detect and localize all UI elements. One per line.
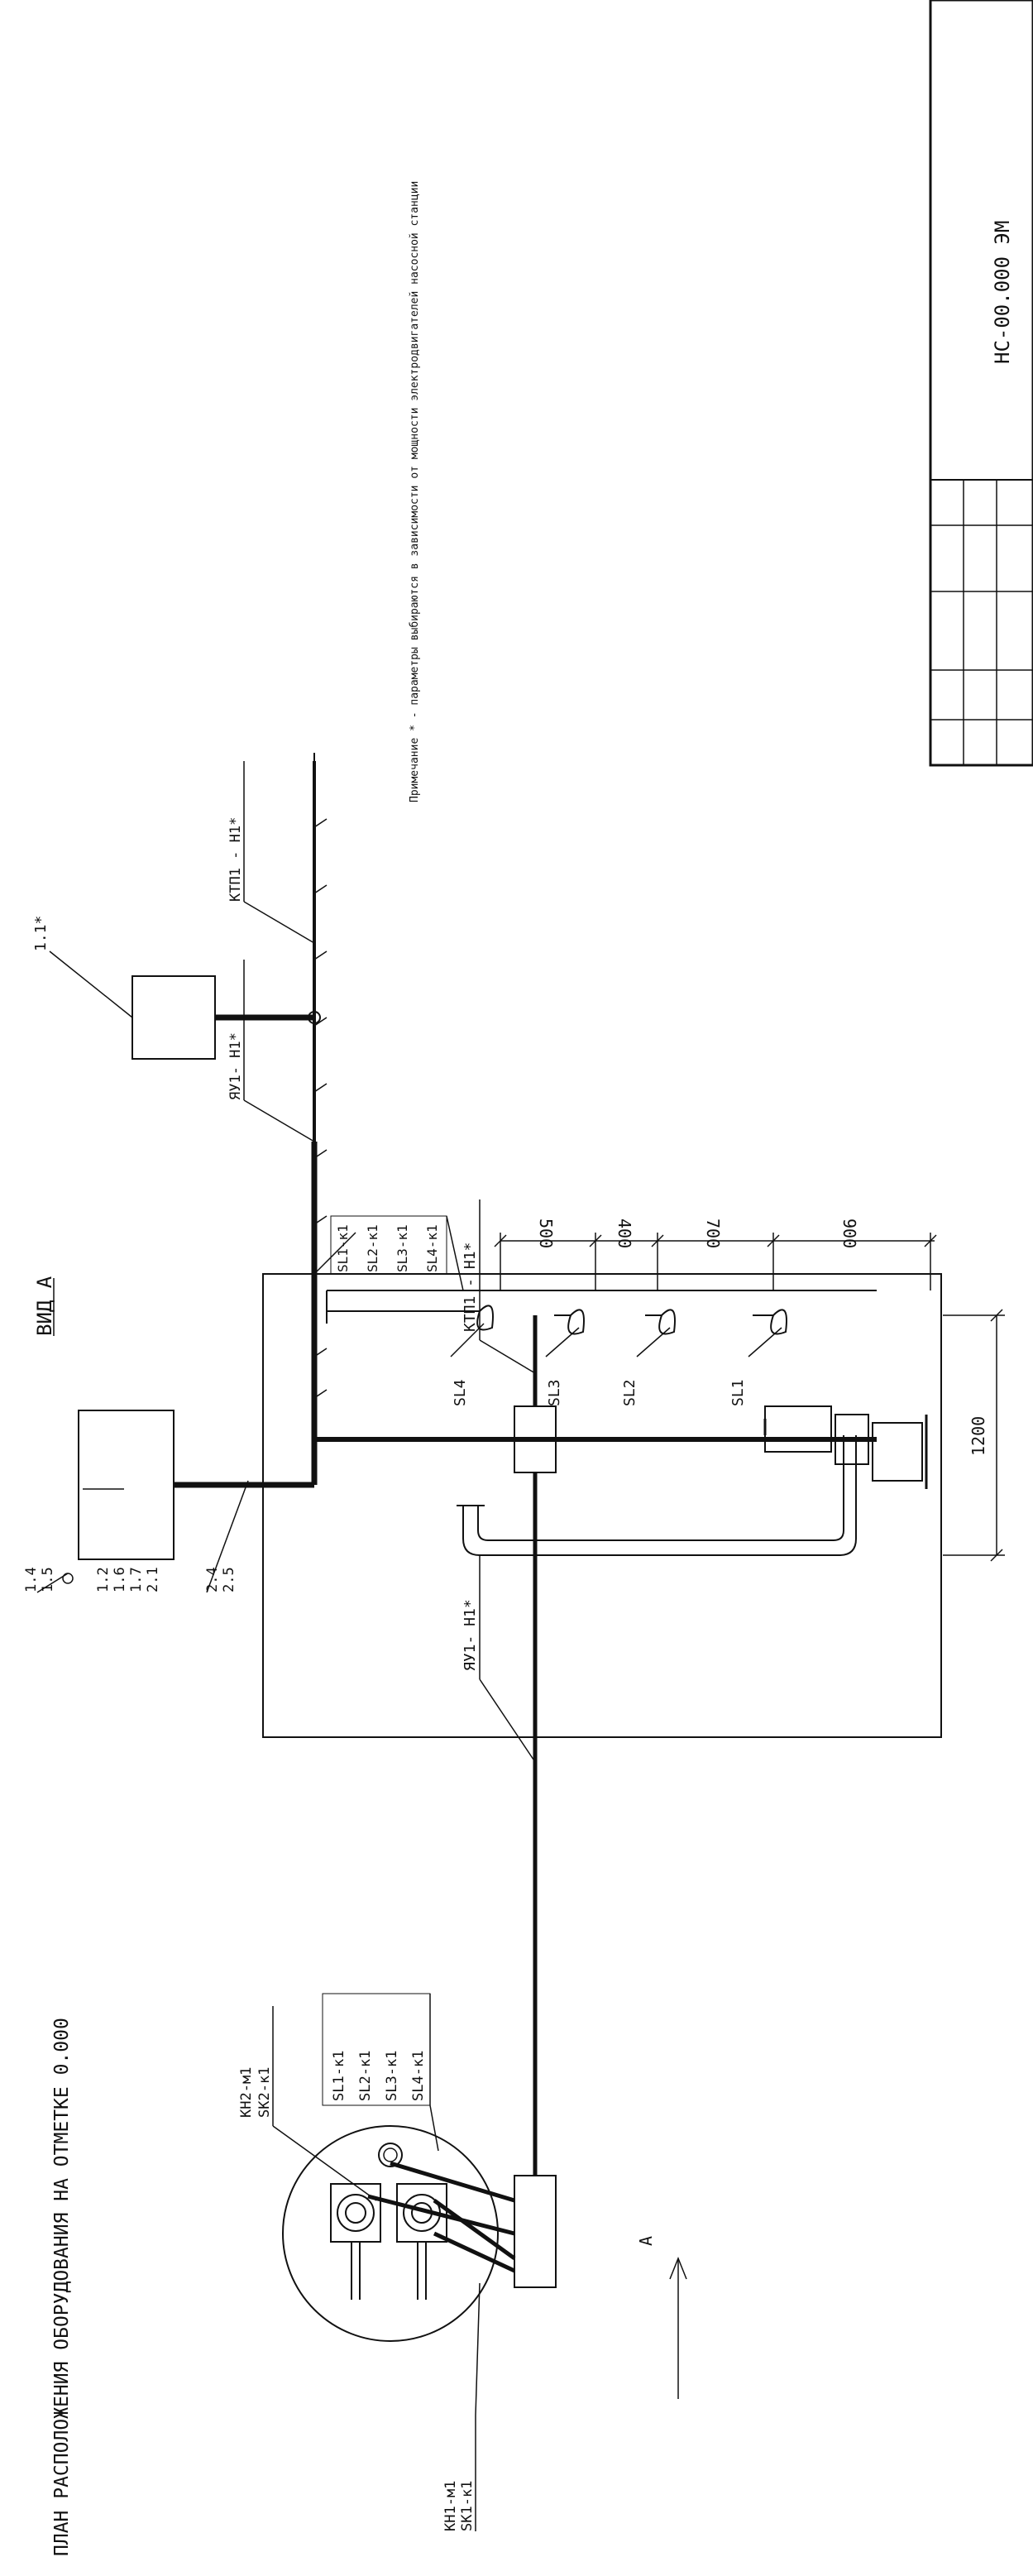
sensor-label-sl1: SL1 bbox=[729, 1379, 747, 1406]
view-cable-ktp-label: КТП1 - Н1* bbox=[227, 817, 244, 902]
control-box bbox=[514, 2175, 557, 2288]
sensor-label-sl3: SL3 bbox=[546, 1379, 563, 1406]
float-sensor-icon bbox=[554, 1309, 585, 1335]
float-sensor-icon bbox=[645, 1309, 676, 1335]
sensor-label-sl4: SL4 bbox=[452, 1379, 469, 1406]
callout-sl2: SL2-к1 bbox=[357, 2051, 374, 2101]
device-box bbox=[132, 975, 216, 1060]
title-block: НС-00.000 ЭМ bbox=[929, 0, 1033, 767]
callout-box-b: 1.6 bbox=[112, 1567, 128, 1592]
plan-cable-ktp-label: КТП1 - Н1* bbox=[462, 1243, 479, 1332]
view-arrow-icon bbox=[669, 2256, 687, 2399]
dim-500: 500 bbox=[536, 1219, 556, 1248]
device-label: 1.1* bbox=[32, 916, 50, 951]
callout-box-d: 2.1 bbox=[145, 1567, 161, 1592]
view-title: ВИД А bbox=[33, 1276, 56, 1336]
view-callout-sl2: SL2-к1 bbox=[365, 1224, 380, 1272]
view-cable-ya-label: ЯУ1- Н1* bbox=[227, 1032, 244, 1100]
callout-box-a: 1.2 bbox=[95, 1567, 112, 1592]
view-arrow-label: А bbox=[636, 2236, 656, 2246]
pump-icon bbox=[330, 2183, 381, 2300]
callout-kh2-sensor: SK2-к1 bbox=[256, 2067, 273, 2118]
dim-1200: 1200 bbox=[968, 1416, 988, 1456]
drawing-note: Примечание * - параметры выбираются в за… bbox=[409, 181, 421, 802]
callout-sl3: SL3-к1 bbox=[384, 2051, 400, 2101]
doc-code: НС-00.000 ЭМ bbox=[991, 221, 1014, 364]
callout-lamp-b: 1.5 bbox=[40, 1567, 56, 1592]
riser-circle bbox=[378, 2143, 403, 2167]
callout-kh1-sensor: SK1-к1 bbox=[459, 2481, 476, 2531]
float-sensor-icon bbox=[753, 1309, 787, 1335]
callout-lamp-a: 1.4 bbox=[23, 1567, 40, 1592]
callout-sl1: SL1-к1 bbox=[331, 2051, 347, 2101]
sensor-label-sl2: SL2 bbox=[621, 1379, 638, 1406]
callout-kh1-motor: КН1-м1 bbox=[442, 2481, 459, 2531]
equipment-box bbox=[78, 1410, 175, 1560]
well-outline bbox=[262, 1273, 942, 1738]
submersible-pump-icon bbox=[763, 1405, 928, 1489]
callout-pipe-b: 2.5 bbox=[221, 1567, 237, 1592]
plan-title: ПЛАН РАСПОЛОЖЕНИЯ ОБОРУДОВАНИЯ НА ОТМЕТК… bbox=[51, 2018, 73, 2556]
dim-700: 700 bbox=[703, 1219, 723, 1248]
callout-kh2-motor: КН2-м1 bbox=[238, 2067, 255, 2118]
view-callout-sl4: SL4-к1 bbox=[424, 1224, 440, 1272]
pump-icon bbox=[396, 2183, 447, 2300]
discharge-pipe bbox=[462, 1435, 857, 1556]
float-sensor-icon bbox=[327, 1305, 494, 1331]
callout-sl4: SL4-к1 bbox=[410, 2051, 427, 2101]
callout-pipe-a: 2.4 bbox=[204, 1567, 221, 1592]
view-callout-sl1: SL1-к1 bbox=[335, 1224, 351, 1272]
section-view: ВИД А bbox=[23, 753, 1005, 1738]
plan-view: ПЛАН РАСПОЛОЖЕНИЯ ОБОРУДОВАНИЯ НА ОТМЕТК… bbox=[51, 1199, 687, 2556]
dim-900: 900 bbox=[839, 1219, 859, 1248]
plan-cable-ya-label: ЯУ1- Н1* bbox=[462, 1599, 479, 1671]
view-callout-sl3: SL3-к1 bbox=[395, 1224, 410, 1272]
callout-box-c: 1.7 bbox=[128, 1567, 145, 1592]
dim-400: 400 bbox=[615, 1219, 634, 1248]
tank-circle bbox=[282, 2125, 499, 2342]
